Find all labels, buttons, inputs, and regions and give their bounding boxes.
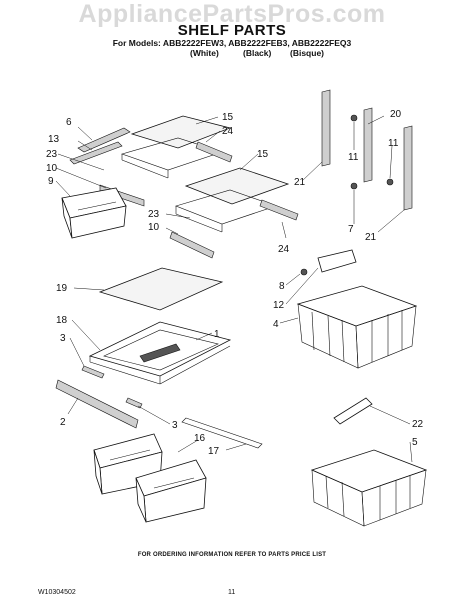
callout-6: 6 [66, 117, 72, 128]
middle-glass-shelf [184, 167, 290, 205]
callout-19: 19 [56, 283, 68, 294]
callout-12: 12 [273, 300, 285, 311]
color-black: (Black) [243, 48, 272, 58]
color-white: (White) [190, 48, 219, 58]
glass-shelf-19 [98, 267, 224, 311]
ladder-middle [363, 107, 373, 183]
callout-3-left: 3 [60, 333, 66, 344]
callout-15-middle: 15 [257, 149, 269, 160]
callout-11-right: 11 [388, 138, 399, 149]
freezer-basket-upper [296, 249, 418, 369]
middle-trim-10 [169, 231, 215, 259]
callout-20: 20 [390, 109, 402, 120]
basket-bin-12 [317, 249, 357, 273]
crisper-frame-inner [103, 329, 219, 371]
callout-5: 5 [412, 437, 418, 448]
color-bisque: (Bisque) [290, 48, 324, 58]
crisper-trim-2 [55, 379, 139, 429]
page-title: SHELF PARTS [177, 22, 287, 39]
callout-1: 1 [214, 329, 220, 340]
callout-21-left: 21 [294, 177, 306, 188]
middle-shelf-assembly [169, 167, 299, 259]
upper-glass-shelf [130, 115, 232, 149]
upper-rail-13 [69, 141, 123, 165]
basket-4-side [355, 305, 417, 369]
crisper-right-side [135, 477, 147, 523]
upper-shelf-assembly [61, 115, 233, 239]
document-number: W10304502 [38, 589, 76, 596]
page-number: 11 [228, 589, 236, 596]
leader-lines [55, 115, 413, 463]
crisper-left-side [93, 449, 103, 495]
crisper-drawers [93, 433, 207, 523]
bin-screw-8 [300, 268, 308, 276]
middle-trim-24 [259, 199, 299, 221]
freezer-basket-lower [310, 397, 428, 527]
ordering-note: FOR ORDERING INFORMATION REFER TO PARTS … [137, 552, 327, 558]
callout-2: 2 [60, 417, 66, 428]
callout-23: 23 [46, 149, 58, 160]
left-slide-3 [81, 365, 105, 379]
callout-24: 24 [222, 126, 234, 137]
callout-8: 8 [279, 281, 285, 292]
watermark-text: AppliancePartsPros.com [78, 0, 386, 28]
screw-7 [350, 182, 358, 190]
basket-5-top [310, 449, 428, 493]
callout-4: 4 [273, 319, 279, 330]
callout-22: 22 [412, 419, 424, 430]
upper-bin-front [69, 205, 127, 239]
callout-23-middle: 23 [148, 209, 160, 220]
callout-7: 7 [348, 224, 354, 235]
basket-4-top [296, 285, 418, 327]
callout-13: 13 [48, 134, 60, 145]
callout-18: 18 [56, 315, 68, 326]
callout-11-left: 11 [348, 152, 359, 163]
rail-17 [181, 417, 263, 449]
callout-3-right: 3 [172, 420, 178, 431]
callout-17: 17 [208, 446, 220, 457]
ladder-right [403, 125, 413, 211]
crisper-control [139, 343, 181, 363]
upper-rail-6 [77, 127, 131, 153]
callout-16: 16 [194, 433, 206, 444]
callout-21-right: 21 [365, 232, 377, 243]
screw-11a [350, 114, 358, 122]
right-slide-3 [125, 397, 143, 409]
callout-labels: 6 13 23 10 9 15 24 15 23 10 24 19 18 1 3… [46, 109, 424, 457]
callout-10: 10 [46, 163, 58, 174]
callout-10-middle: 10 [148, 222, 160, 233]
shelf-ladders [321, 89, 413, 211]
divider-22 [333, 397, 373, 425]
screw-11b [386, 178, 394, 186]
crisper-cover-assembly [81, 321, 232, 385]
basket-5-side [361, 469, 427, 527]
models-line: For Models: ABB2222FEW3, ABB2222FEB3, AB… [112, 38, 352, 48]
upper-trim-24 [195, 141, 233, 163]
crisper-frame [88, 321, 232, 377]
callout-9: 9 [48, 176, 54, 187]
callout-15: 15 [222, 112, 234, 123]
callout-24-middle: 24 [278, 244, 290, 255]
ladder-left [321, 89, 331, 167]
